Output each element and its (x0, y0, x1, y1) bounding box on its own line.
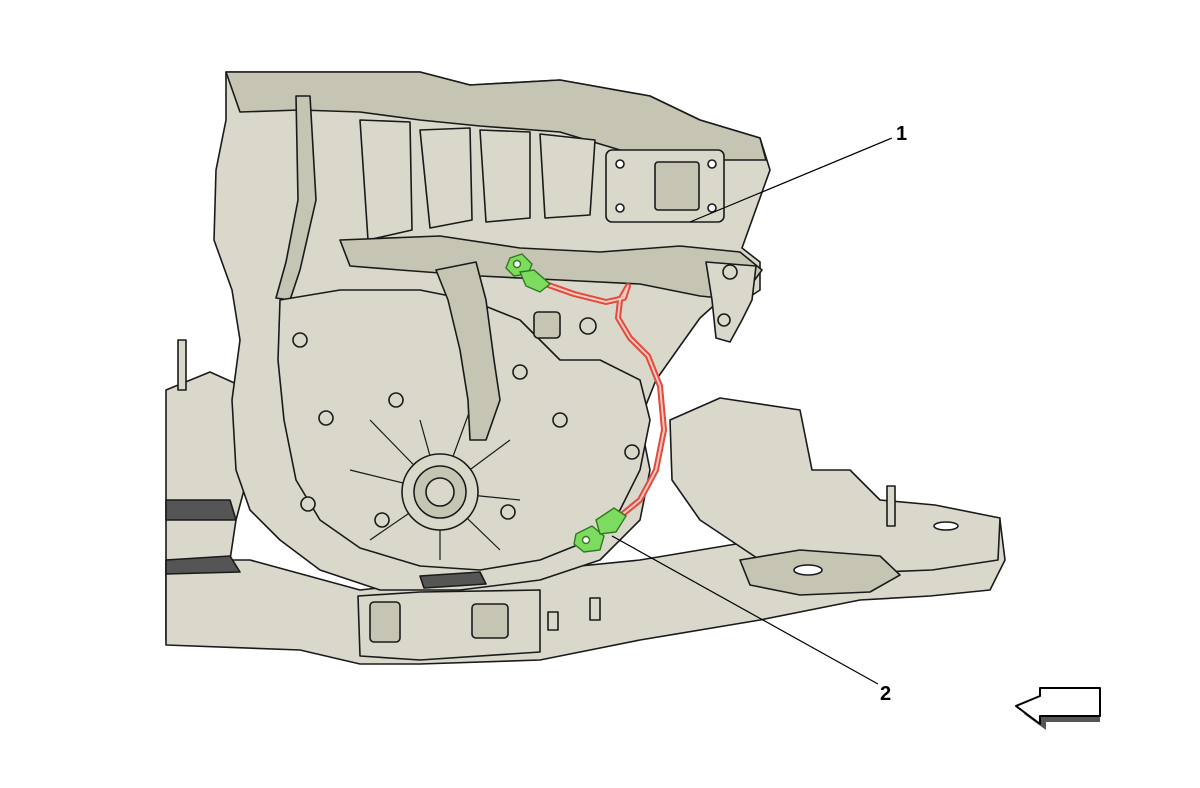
ground-cable-inner (539, 281, 665, 519)
callout-leader-1 (689, 137, 893, 223)
control-unit-connector (654, 161, 700, 211)
engine-assembly (165, 71, 1006, 665)
output-flange-inner (425, 477, 455, 507)
left-arrow-icon (1015, 687, 1101, 730)
callout-number-2: 2 (880, 683, 891, 705)
ground-cable (537, 279, 667, 521)
sensor-connector (533, 311, 561, 339)
ground-terminal-upper (505, 253, 552, 293)
subframe-plates (165, 499, 487, 589)
callout-leader-2 (611, 535, 879, 685)
intake-runners (359, 119, 596, 241)
callout-number-1: 1 (896, 123, 907, 145)
coolant-hose (435, 261, 501, 441)
bolt-bosses (292, 317, 640, 528)
subframe-studs (177, 339, 896, 631)
subframe-right-arm (669, 397, 1001, 573)
ground-terminal-lower (573, 507, 627, 553)
